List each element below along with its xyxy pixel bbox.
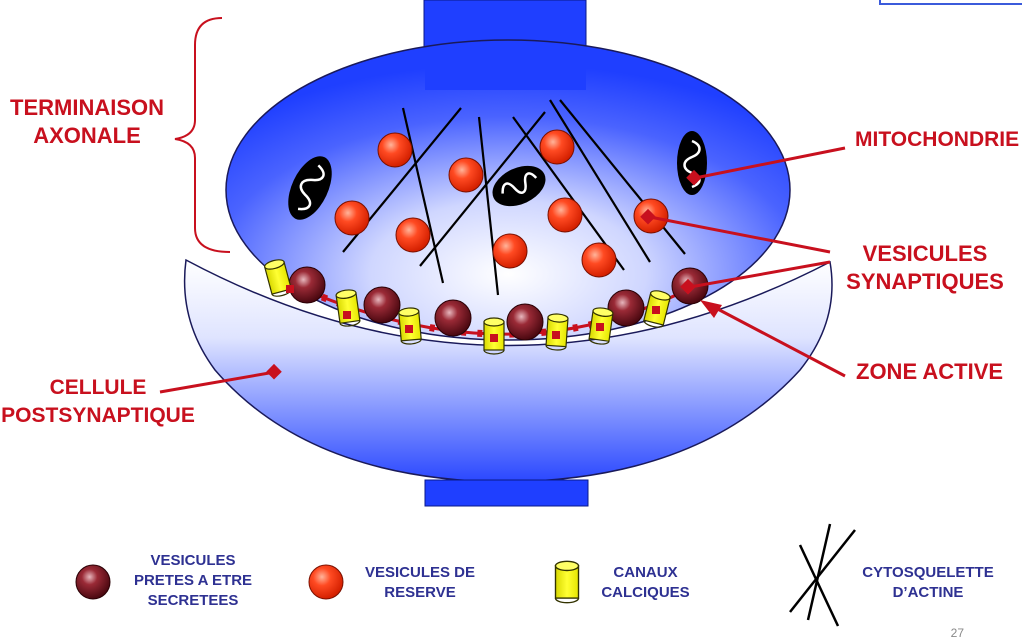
pointer-tips [266,169,722,380]
label-mitochondrie: MITOCHONDRIE [855,126,1019,154]
legend-vesicules-pretes: VESICULES PRETES A ETRE SECRETEES [118,551,268,611]
legend-reserve-line2: RESERVE [384,584,456,601]
legend-calcium-channel-swatch [554,560,580,604]
label-terminaison-line1: TERMINAISON [10,95,164,120]
label-cellule-line1: CELLULE [49,376,147,399]
legend-canaux-calciques: CANAUX CALCIQUES [588,563,703,603]
reserve-vesicles [334,129,669,278]
pointer-lines [159,146,846,394]
legend-ready-vesicle-swatch [75,564,111,600]
label-mitochondrie-text: MITOCHONDRIE [855,128,1020,151]
legend-reserve-line1: VESICULES DE [364,564,476,581]
legend-vesicules-reserve: VESICULES DE RESERVE [350,563,490,603]
legend-reserve-vesicle-swatch [308,564,344,600]
label-terminaison-axonale: TERMINAISON AXONALE [0,94,176,150]
page-number: 27 [950,626,964,640]
ready-vesicles [288,266,709,341]
mitochondrion-left [288,156,332,220]
terminal-brace [174,17,231,253]
label-zone-active: ZONE ACTIVE [856,358,1003,386]
label-terminaison-line2: AXONALE [33,123,141,148]
legend-canaux-line2: CALCIQUES [601,584,690,601]
legend-pretes-line1: VESICULES [150,552,236,569]
legend-pretes-line2: PRETES A ETRE [133,572,253,589]
legend-cyto-line2: D’ACTINE [892,584,964,601]
legend-cyto-line1: CYTOSQUELETTE [862,564,994,581]
active-zone-markers [286,285,660,342]
label-vesicules-synaptiques: VESICULES SYNAPTIQUES [840,240,1010,296]
axon-stem-join [425,60,586,90]
mitochondrion-right [677,131,707,195]
dendrite-stem [424,479,589,507]
legend-pretes-line3: SECRETEES [147,592,239,609]
mitochondrion-middle [492,165,546,207]
label-zone-active-text: ZONE ACTIVE [856,359,1004,384]
corner-frame [879,0,1022,5]
label-vesicules-line1: VESICULES [862,241,988,266]
legend-actin-swatch [789,523,856,627]
label-vesicules-line2: SYNAPTIQUES [846,269,1004,294]
label-cellule-postsynaptique: CELLULE POSTSYNAPTIQUE [0,374,196,430]
legend-cytosquelette: CYTOSQUELETTE D’ACTINE [848,563,1008,603]
label-cellule-line2: POSTSYNAPTIQUE [1,404,195,427]
legend-canaux-line1: CANAUX [613,564,678,581]
